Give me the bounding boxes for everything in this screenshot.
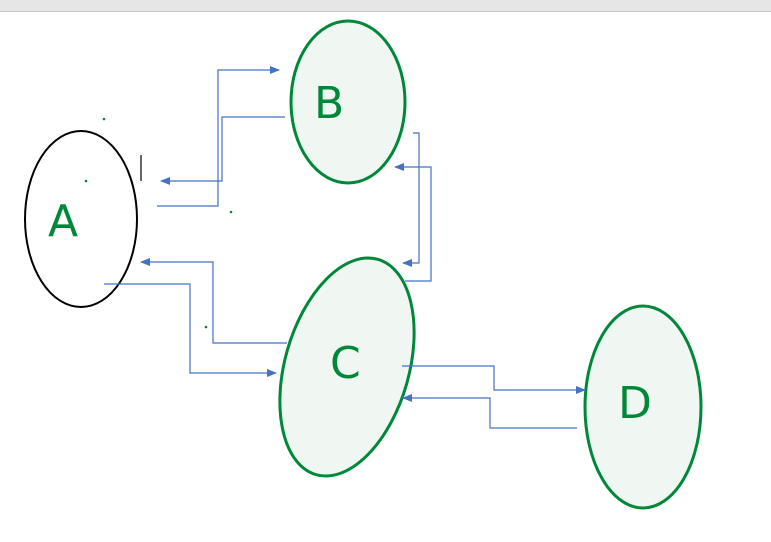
connector-b-to-a[interactable] [160,116,285,185]
window-top-bar [0,0,771,12]
node-c-label: C [330,338,361,389]
connector-d-to-c[interactable] [402,394,577,429]
node-b[interactable]: B [289,19,407,185]
connector-a-to-b[interactable] [157,66,280,207]
connector-c-to-d[interactable] [402,365,586,394]
ink-dot [84,179,88,183]
ink-dot [204,325,208,329]
node-d[interactable]: D [583,304,703,510]
ink-dot [102,117,106,121]
connector-b-to-c[interactable] [402,132,420,267]
connector-c-to-a[interactable] [140,258,287,344]
node-c[interactable]: C [257,242,438,492]
node-a[interactable]: A [24,130,138,308]
connector-c-to-b[interactable] [394,163,432,282]
connector-a-to-c[interactable] [104,283,277,377]
node-d-label: D [618,378,652,429]
node-b-label: B [314,78,344,129]
node-a-label: A [48,196,78,247]
ink-dot [229,210,233,214]
